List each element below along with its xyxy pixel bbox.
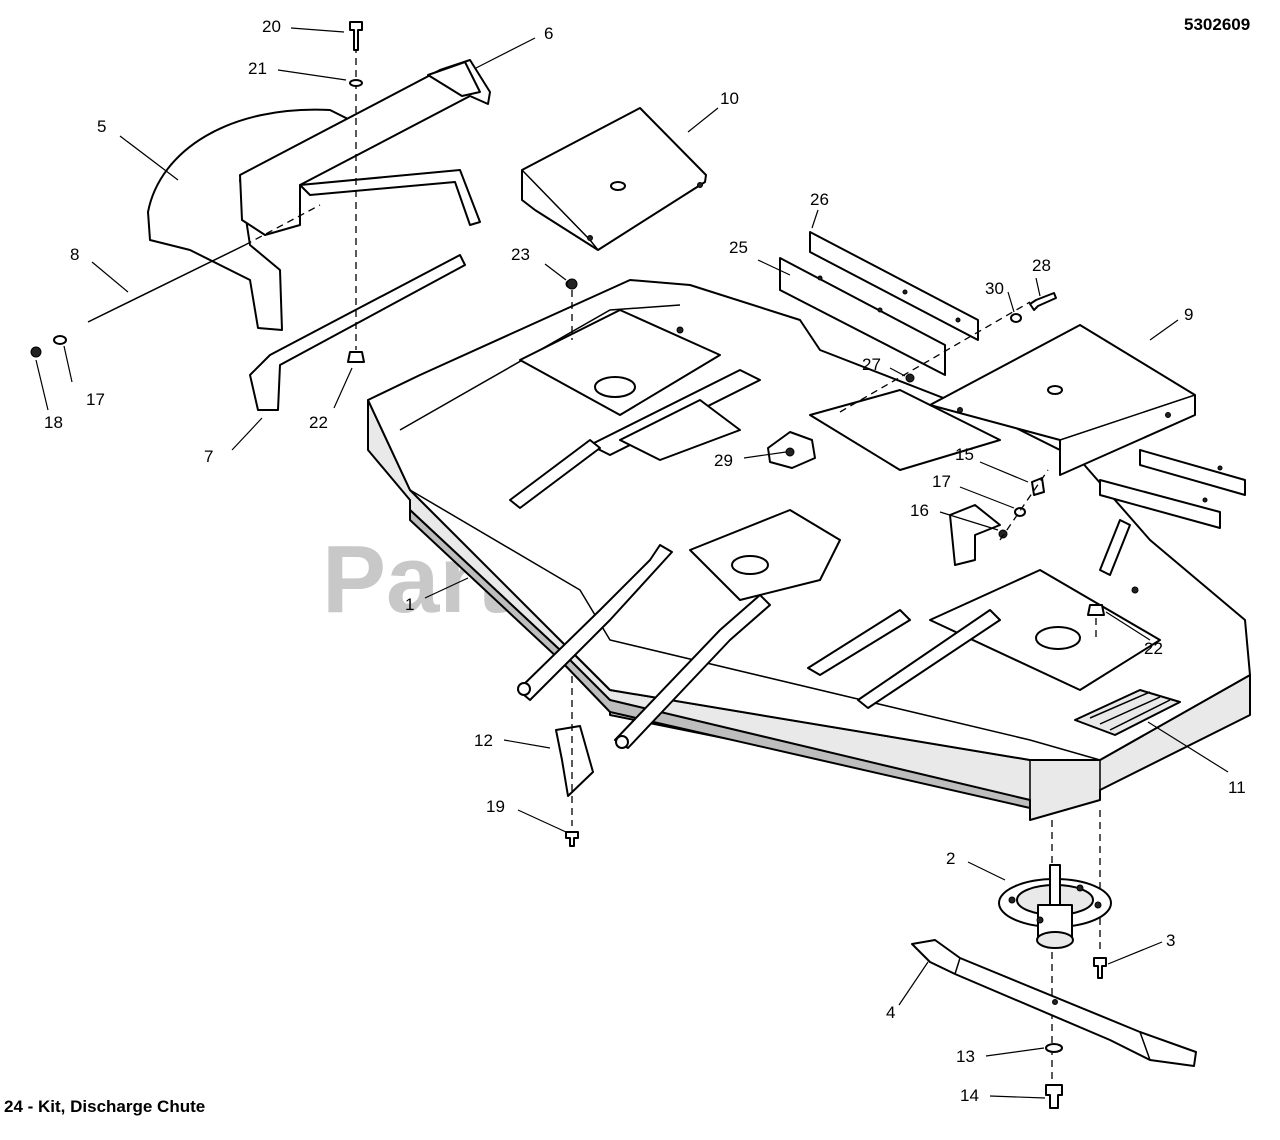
left-deck-cover <box>521 107 707 251</box>
document-number: 5302609 <box>1184 15 1250 34</box>
callout-22-right: 22 <box>1144 639 1163 658</box>
callout-15: 15 <box>955 445 974 464</box>
callout-27: 27 <box>862 355 881 374</box>
callout-26: 26 <box>810 190 829 209</box>
callout-3: 3 <box>1166 931 1175 950</box>
callout-29: 29 <box>714 451 733 470</box>
callout-7: 7 <box>204 447 213 466</box>
callout-21: 21 <box>248 59 267 78</box>
callout-30: 30 <box>985 279 1004 298</box>
rear-baffles <box>779 231 979 376</box>
callout-8: 8 <box>70 245 79 264</box>
callout-11: 11 <box>1228 778 1246 797</box>
callout-25: 25 <box>729 238 748 257</box>
callout-17-right: 17 <box>932 472 951 491</box>
callout-22-left: 22 <box>309 413 328 432</box>
spindle-assembly <box>998 864 1112 979</box>
callout-28: 28 <box>1032 256 1051 275</box>
callout-12: 12 <box>474 731 493 750</box>
callout-14: 14 <box>960 1086 979 1105</box>
blade-assembly <box>911 939 1197 1109</box>
callout-6: 6 <box>544 24 553 43</box>
callout-labels: 20 21 6 5 8 17 18 7 22 10 26 25 23 28 30… <box>44 17 1246 1105</box>
callout-leaders <box>35 27 1229 1099</box>
callout-13: 13 <box>956 1047 975 1066</box>
right-deck-cover <box>929 324 1246 529</box>
callout-18: 18 <box>44 413 63 432</box>
callout-19: 19 <box>486 797 505 816</box>
callout-1: 1 <box>405 595 414 614</box>
hardware-items <box>555 278 1105 1080</box>
callout-4: 4 <box>886 1003 895 1022</box>
callout-10: 10 <box>720 89 739 108</box>
callout-5: 5 <box>97 117 106 136</box>
callout-9: 9 <box>1184 305 1193 324</box>
callout-20: 20 <box>262 17 281 36</box>
mower-deck-housing <box>367 279 1251 821</box>
callout-16: 16 <box>910 501 929 520</box>
callout-23: 23 <box>511 245 530 264</box>
callout-2: 2 <box>946 849 955 868</box>
callout-17-left: 17 <box>86 390 105 409</box>
footnote-kit-discharge-chute: 24 - Kit, Discharge Chute <box>4 1097 205 1116</box>
belt-shield-assembly <box>30 21 491 411</box>
